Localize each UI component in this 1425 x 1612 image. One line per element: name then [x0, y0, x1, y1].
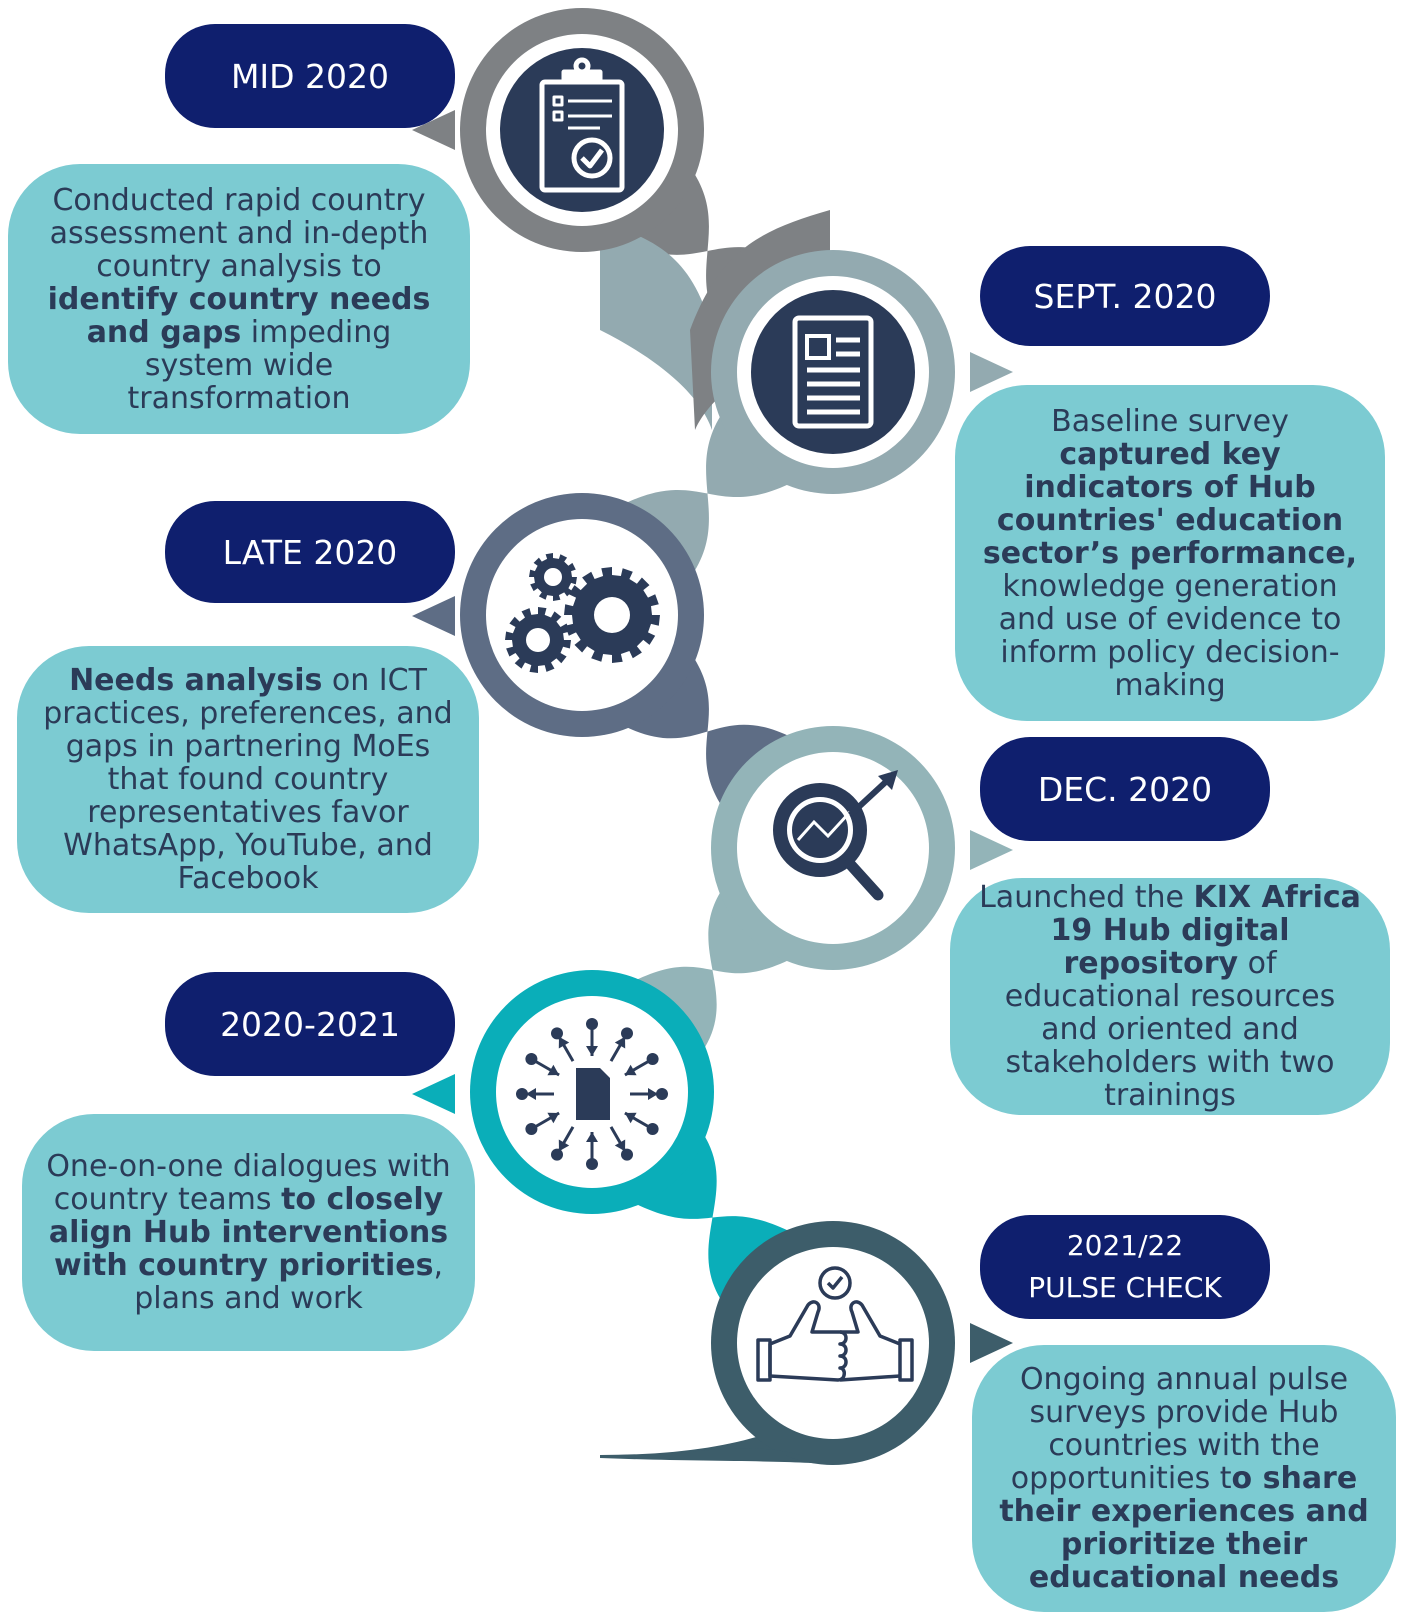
date-pill-6: 2021/22 PULSE CHECK	[980, 1215, 1270, 1319]
milestone-description-1-text: Conducted rapid country assessment and i…	[47, 182, 431, 416]
magnifier-growth-icon	[773, 770, 898, 901]
gears-icon	[505, 553, 660, 673]
milestone-description-4-text: Launched the KIX Africa 19 Hub digital r…	[979, 880, 1361, 1113]
date-pill-1: MID 2020	[165, 24, 455, 128]
date-pill-2: SEPT. 2020	[980, 246, 1270, 346]
milestone-description-2-text: Baseline survey captured key indicators …	[982, 403, 1358, 703]
date-pill-3: LATE 2020	[165, 501, 455, 603]
date-pill-5: 2020-2021	[165, 972, 455, 1076]
thumbs-up-icon	[756, 1266, 914, 1382]
document-icon	[792, 315, 874, 429]
pointer-3	[412, 596, 455, 636]
milestone-description-6-text: Ongoing annual pulse surveys provide Hub…	[999, 1362, 1369, 1595]
milestone-description-5: One-on-one dialogues with country teams …	[22, 1114, 475, 1351]
date-pill-6-subtitle: PULSE CHECK	[1028, 1271, 1222, 1304]
milestone-description-3: Needs analysis on ICT practices, prefere…	[17, 646, 479, 913]
milestone-description-1: Conducted rapid country assessment and i…	[8, 164, 470, 434]
pointer-4	[970, 830, 1013, 870]
milestone-description-4: Launched the KIX Africa 19 Hub digital r…	[950, 878, 1390, 1115]
clipboard-check-icon	[539, 57, 625, 193]
pointer-5	[412, 1074, 455, 1114]
dialogue-network-icon	[516, 1018, 668, 1170]
date-pill-4: DEC. 2020	[980, 737, 1270, 841]
pointer-2	[970, 352, 1013, 392]
milestone-description-2: Baseline survey captured key indicators …	[955, 385, 1385, 721]
milestone-description-6: Ongoing annual pulse surveys provide Hub…	[972, 1345, 1396, 1612]
milestone-description-5-text: One-on-one dialogues with country teams …	[46, 1149, 451, 1316]
pointer-6	[970, 1323, 1013, 1363]
milestone-ring-6	[711, 1221, 955, 1465]
milestone-ring-1	[460, 8, 704, 252]
date-pill-6-year: 2021/22	[1066, 1229, 1184, 1262]
pointer-1	[412, 110, 455, 150]
milestone-description-3-text: Needs analysis on ICT practices, prefere…	[43, 663, 453, 896]
